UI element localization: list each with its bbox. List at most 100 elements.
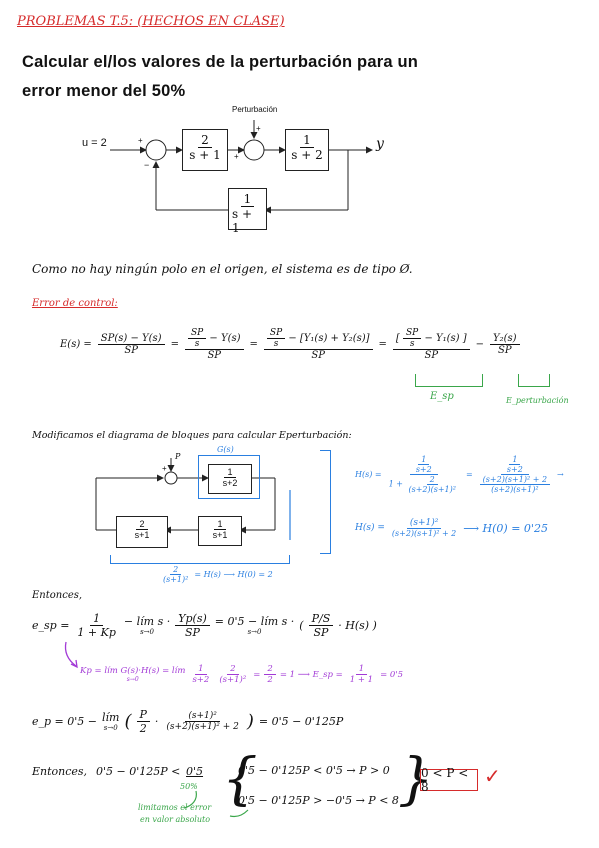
kp-arrow-icon	[64, 641, 78, 669]
f-den-den: (s+2)(s+1)²	[408, 485, 456, 494]
t4-bracket-close: ]	[462, 333, 467, 344]
check-icon: ✓	[484, 766, 501, 788]
sum2-left-plus-sign: +	[234, 152, 239, 161]
block-g2: 1 s + 2	[285, 129, 329, 171]
block-left-den: s+1	[134, 530, 150, 540]
ep-paren-close: )	[246, 711, 254, 732]
esp-c: = 0'5 − lím s ·	[214, 615, 295, 628]
input-label: u = 2	[82, 137, 107, 149]
ep-lim: lím	[102, 711, 120, 724]
esp-d-den: SP	[313, 626, 329, 639]
t2-den: SP	[207, 350, 222, 361]
t3a-den: s	[273, 339, 279, 349]
ep-rest: = 0'5 − 0'125P	[258, 715, 344, 728]
case-1: 0'5 − 0'125P < 0'5 → P > 0	[238, 764, 390, 777]
ep-a-den: 2	[139, 722, 147, 735]
bottom-rest: = H(s) ⟶ H(0) = 2	[194, 570, 273, 579]
ep-sub: s→0	[103, 724, 118, 732]
t3-den: SP	[311, 350, 326, 361]
block-mid-den: s+1	[212, 530, 228, 540]
t3b: − [Y₁(s) + Y₂(s)]	[288, 333, 370, 344]
t2a-den: s	[194, 339, 200, 349]
block-left-num: 2	[136, 519, 148, 530]
epert-label: E_perturbación	[506, 396, 569, 405]
g-den-den: (s+2)(s+1)²	[491, 485, 539, 494]
eq-sign-2: =	[249, 339, 258, 350]
f-den-1: 1 +	[388, 479, 403, 489]
block-feedback-num: 1	[240, 192, 255, 207]
t4a-den: s	[409, 339, 415, 349]
perturbation-label: Perturbación	[232, 105, 278, 114]
case-brace-left: {	[222, 747, 258, 812]
kp-text: Kp = lím G(s)·H(s) = lím	[80, 666, 186, 676]
hs2-rest: ⟶ H(0) = 0'25	[463, 521, 548, 535]
block-feedback-den: s + 1	[232, 207, 253, 235]
hs-bottom-line: 2(s+1)² = H(s) ⟶ H(0) = 2	[160, 565, 273, 584]
final-pct: 50%	[180, 782, 198, 791]
error-heading: Error de control:	[32, 298, 118, 309]
hs2-lhs: H(s) =	[355, 523, 385, 533]
kp-f4-den: 1 + 1	[349, 675, 374, 685]
epert-brace	[518, 374, 550, 387]
block-top: 1 s+2	[208, 464, 252, 494]
plus-sign: +	[162, 464, 167, 473]
hs1-eq: =	[465, 470, 473, 479]
esp-paren-open: (	[299, 619, 304, 632]
t2-minus: −	[209, 333, 218, 344]
esp-c-sub: s→0	[247, 628, 262, 636]
esp-label: E_sp	[430, 391, 454, 402]
t4a-num: SP	[403, 328, 422, 339]
kp-rest: = 1 ⟶ E_sp =	[279, 669, 343, 680]
sum1-minus-sign: −	[144, 160, 150, 170]
t5-num: Y₂(s)	[490, 333, 520, 345]
f-num: 1	[418, 455, 430, 465]
note-line-2: en valor absoluto	[140, 815, 211, 824]
note-line-1: limitamos el error	[138, 803, 212, 812]
block-top-num: 1	[224, 467, 236, 478]
t1-den: SP	[124, 345, 138, 356]
t2b: Y(s)	[220, 333, 241, 344]
p-label: P	[175, 452, 181, 461]
t4-den: SP	[424, 350, 439, 361]
block-g1-num: 2	[198, 133, 212, 148]
hs1-lhs: H(s) =	[355, 470, 382, 479]
case-brace-right: }	[398, 747, 434, 812]
error-lhs: E(s) =	[60, 339, 92, 350]
esp-b-num: Yp(s)	[175, 612, 210, 626]
block-mid: 1 s+1	[198, 516, 242, 546]
kp-f1-num: 1	[195, 664, 207, 675]
note-arrow-icon	[183, 790, 197, 809]
block-diagram-1: u = 2 Perturbación y + − + + 2 s + 1 1 s…	[80, 100, 400, 240]
ep-lhs: e_p = 0'5 −	[32, 715, 97, 728]
hs-line-2: H(s) = (s+1)²(s+2)(s+1)² + 2 ⟶ H(0) = 0'…	[355, 518, 548, 538]
case-2: 0'5 − 0'125P > −0'5 → P < 8	[238, 794, 399, 807]
bottom-den: (s+1)²	[163, 575, 189, 584]
esp-d-rest: · H(s) )	[338, 619, 377, 632]
t5-minus: −	[475, 339, 485, 350]
t5-den: SP	[498, 345, 512, 356]
g-highlight-box	[198, 455, 260, 499]
eq-sign-1: =	[170, 339, 179, 350]
page-header: PROBLEMAS T.5: (HECHOS EN CLASE)	[17, 14, 285, 29]
ep-paren-open: (	[124, 711, 132, 732]
block-top-den: s+2	[222, 478, 238, 488]
final-ineq: 0'5 − 0'125P <	[96, 765, 181, 778]
g-num: 1	[509, 455, 521, 465]
sum1-plus-sign: +	[138, 136, 143, 145]
kp-f2-den: (s+1)²	[219, 675, 247, 685]
g-num-den: s+2	[506, 465, 523, 474]
modify-heading: Modificamos el diagrama de bloques para …	[32, 430, 352, 441]
hs-bracket	[320, 450, 331, 554]
kp-f3-den: 2	[267, 675, 273, 685]
hs2-num: (s+1)²	[406, 518, 442, 529]
note-side-arrow-icon	[229, 809, 249, 818]
esp-brace	[415, 374, 483, 387]
hs2-den: (s+2)(s+1)² + 2	[391, 529, 457, 538]
bottom-num: 2	[170, 565, 182, 575]
esp-lhs: e_sp =	[32, 619, 70, 632]
then-label: Entonces,	[32, 590, 83, 601]
